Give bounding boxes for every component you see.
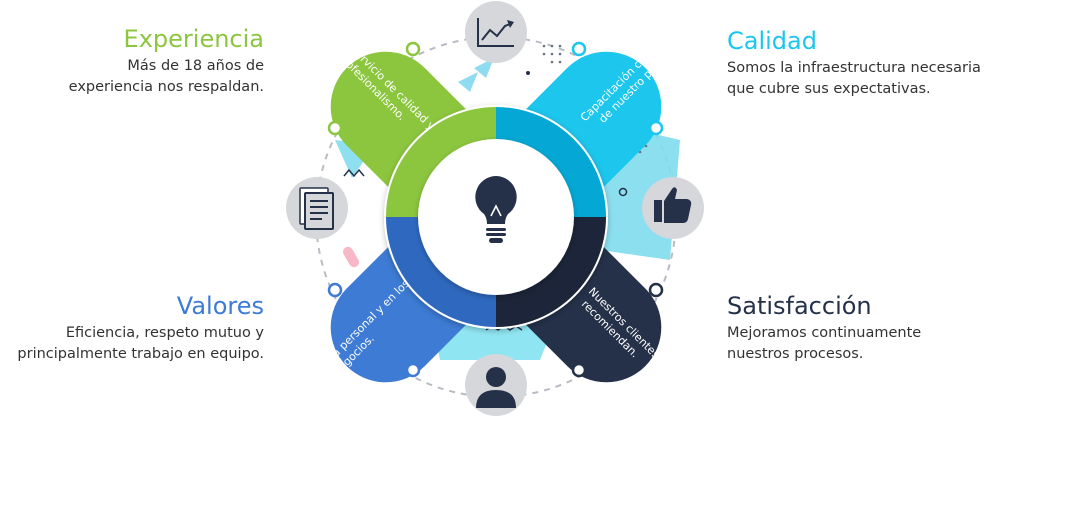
thumbs-up-icon bbox=[642, 177, 704, 239]
valores-block: Valores Eficiencia, respeto mutuo y prin… bbox=[4, 292, 264, 365]
experiencia-block: Experiencia Más de 18 años de experienci… bbox=[30, 25, 264, 98]
decor-squiggle-left bbox=[343, 168, 365, 178]
satisfaccion-description: Mejoramos continuamente nuestros proceso… bbox=[727, 323, 1027, 365]
decor-ring-small bbox=[618, 187, 628, 197]
calidad-desc-line-1: Somos la infraestructura necesaria bbox=[727, 60, 981, 76]
ring-connector-dots bbox=[327, 41, 664, 378]
experiencia-desc-line-2: experiencia nos respaldan. bbox=[68, 79, 264, 95]
calidad-desc-line-2: que cubre sus expectativas. bbox=[727, 81, 931, 97]
valores-desc-line-2: principalmente trabajo en equipo. bbox=[17, 346, 264, 362]
decor-arrow-1 bbox=[458, 72, 478, 92]
valores-desc-line-1: Eficiencia, respeto mutuo y bbox=[65, 325, 264, 341]
experiencia-description: Más de 18 años de experiencia nos respal… bbox=[30, 56, 264, 98]
valores-title: Valores bbox=[176, 292, 264, 320]
satisfaccion-desc-line-1: Mejoramos continuamente bbox=[727, 325, 922, 341]
decor-arrow-2 bbox=[474, 58, 494, 78]
lightbulb-icon bbox=[475, 176, 517, 243]
satisfaccion-desc-line-2: nuestros procesos. bbox=[727, 346, 864, 362]
decor-pink-pill bbox=[343, 246, 359, 268]
calidad-block: Calidad Somos la infraestructura necesar… bbox=[727, 27, 1027, 100]
valores-description: Eficiencia, respeto mutuo y principalmen… bbox=[4, 323, 264, 365]
calidad-description: Somos la infraestructura necesaria que c… bbox=[727, 58, 1027, 100]
experiencia-desc-line-1: Más de 18 años de bbox=[127, 58, 264, 74]
document-icon bbox=[286, 177, 348, 239]
calidad-title: Calidad bbox=[727, 27, 817, 55]
decor-dot-small bbox=[526, 71, 530, 75]
satisfaccion-block: Satisfacción Mejoramos continuamente nue… bbox=[727, 292, 1027, 365]
chart-icon bbox=[465, 1, 527, 63]
satisfaccion-title: Satisfacción bbox=[727, 292, 872, 320]
user-icon bbox=[465, 354, 527, 416]
experiencia-title: Experiencia bbox=[123, 25, 264, 53]
